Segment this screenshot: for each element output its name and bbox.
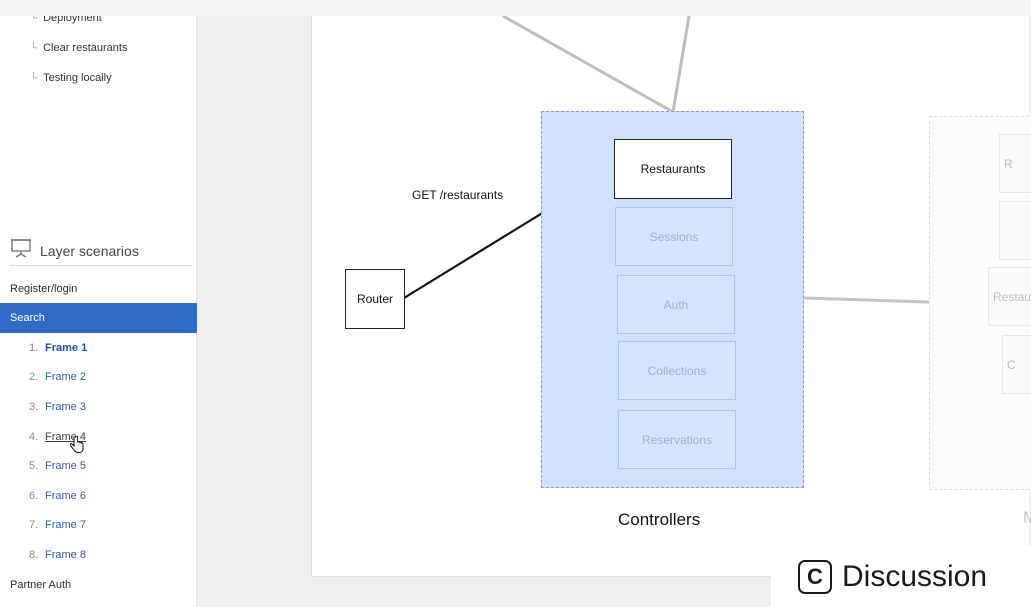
- model-node-partial-2[interactable]: [999, 201, 1031, 260]
- model-node-partial-4[interactable]: C: [1002, 335, 1031, 394]
- sessions-controller-node[interactable]: Sessions: [615, 207, 733, 266]
- model-node-partial-3[interactable]: Restau: [988, 267, 1031, 326]
- restaurants-controller-node[interactable]: Restaurants: [614, 139, 732, 199]
- frame-item-7[interactable]: 7.Frame 7: [29, 519, 86, 531]
- frame-item-6[interactable]: 6.Frame 6: [29, 490, 86, 502]
- c-square-icon: C: [798, 559, 832, 594]
- discussion-button[interactable]: C Discussion: [771, 546, 1031, 607]
- reservations-controller-node[interactable]: Reservations: [618, 410, 736, 469]
- presentation-board-icon: [10, 238, 32, 263]
- diagram-canvas: Restaurants Sessions Auth Collections Re…: [311, 0, 1031, 577]
- models-group-label-partial: M: [1023, 508, 1031, 527]
- sidebar: └Deployment └Clear restaurants └Testing …: [0, 0, 197, 607]
- sidebar-item-register-login[interactable]: Register/login: [10, 283, 78, 295]
- controllers-group-label: Controllers: [618, 510, 701, 529]
- sidebar-subitem-clear-restaurants[interactable]: └Clear restaurants: [30, 42, 128, 54]
- frame-item-1[interactable]: 1.Frame 1: [29, 342, 88, 354]
- top-strip: [0, 0, 1031, 16]
- frame-item-5[interactable]: 5.Frame 5: [29, 460, 86, 472]
- sidebar-item-search[interactable]: Search: [0, 303, 197, 333]
- section-title-layer-scenarios[interactable]: Layer scenarios: [10, 236, 192, 266]
- hand-cursor-icon: [69, 435, 84, 459]
- frame-item-2[interactable]: 2.Frame 2: [29, 371, 86, 383]
- frame-item-3[interactable]: 3.Frame 3: [29, 401, 86, 413]
- sidebar-subitem-testing-locally[interactable]: └Testing locally: [30, 72, 112, 84]
- router-node[interactable]: Router: [345, 269, 405, 329]
- auth-controller-node[interactable]: Auth: [617, 275, 735, 334]
- collections-controller-node[interactable]: Collections: [618, 341, 736, 400]
- frame-item-8[interactable]: 8.Frame 8: [29, 549, 86, 561]
- section-title-label: Layer scenarios: [40, 242, 139, 259]
- discussion-label: Discussion: [842, 559, 988, 593]
- model-node-partial-1[interactable]: R: [999, 134, 1031, 193]
- sidebar-item-partner-auth[interactable]: Partner Auth: [10, 579, 72, 591]
- get-restaurants-edge-label: GET /restaurants: [412, 188, 504, 202]
